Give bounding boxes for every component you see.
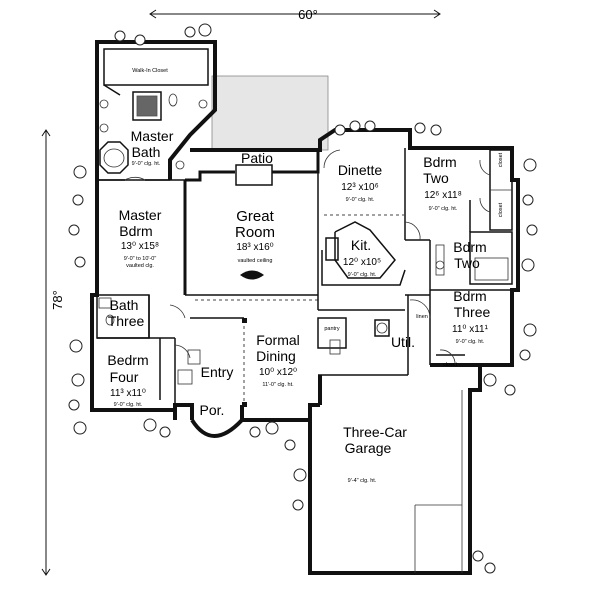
master-bdrm-label-2: Bdrm bbox=[119, 223, 152, 239]
utility-label: Util. bbox=[391, 334, 415, 350]
garage-label-2: Garage bbox=[345, 440, 392, 456]
formal-dining-size: 10⁰ x12⁰ bbox=[259, 367, 297, 378]
master-bath-note: 9'-0" clg. ht. bbox=[132, 161, 161, 167]
bath-three-label-1: Bath bbox=[110, 297, 139, 313]
bedrm-four-note: 9'-0" clg. ht. bbox=[114, 402, 143, 408]
bath-two-label-1: Bdrm bbox=[453, 239, 486, 255]
doors bbox=[124, 149, 491, 366]
master-bdrm-note-1: 9'-0" to 10'-0" bbox=[124, 256, 157, 262]
master-bdrm-size: 13⁰ x15⁸ bbox=[121, 241, 159, 252]
closet-label-c: closet bbox=[443, 362, 458, 368]
bedrm-four-label-1: Bedrm bbox=[107, 352, 148, 368]
porch-label: Por. bbox=[200, 402, 225, 418]
entry-label: Entry bbox=[201, 364, 234, 380]
pantry-label: pantry bbox=[324, 326, 340, 332]
master-bath-label-1: Master bbox=[131, 128, 174, 144]
fixtures bbox=[98, 91, 445, 407]
great-room-note: vaulted ceiling bbox=[238, 258, 273, 264]
formal-dining-label-1: Formal bbox=[256, 332, 300, 348]
bdrm-two-size: 12⁶ x11⁸ bbox=[424, 190, 462, 201]
patio-slab bbox=[211, 75, 329, 151]
great-room-size: 18³ x16⁰ bbox=[236, 242, 273, 253]
closet-label-b: closet bbox=[498, 202, 504, 217]
bedrm-four-size: 11³ x11⁰ bbox=[110, 388, 146, 399]
dinette-note: 9'-0" clg. ht. bbox=[346, 197, 375, 203]
kitchen-note: 9'-0" clg. ht. bbox=[348, 272, 377, 278]
room-labels: Walk-In Closet Master Bath 9'-0" clg. ht… bbox=[107, 68, 504, 484]
depth-dimension: 78° bbox=[41, 129, 65, 576]
bdrm-two-label-1: Bdrm bbox=[423, 154, 456, 170]
vault-marker-icon bbox=[240, 270, 264, 280]
garage-label-1: Three-Car bbox=[343, 424, 407, 440]
great-room-label-2: Room bbox=[235, 224, 275, 241]
dinette-size: 12³ x10⁶ bbox=[341, 182, 378, 193]
bdrm-two-label-2: Two bbox=[423, 170, 449, 186]
master-bdrm-note-2: vaulted clg. bbox=[126, 263, 154, 269]
garage-note: 9'-4" clg. ht. bbox=[348, 478, 377, 484]
great-room-label-1: Great bbox=[236, 208, 274, 225]
bdrm-three-size: 11⁰ x11¹ bbox=[452, 324, 489, 335]
patio-label: Patio bbox=[241, 150, 273, 166]
formal-dining-label-2: Dining bbox=[256, 348, 296, 364]
kitchen-label: Kit. bbox=[351, 237, 371, 253]
bath-two-label-2: Two bbox=[454, 255, 480, 271]
master-bath-label-2: Bath bbox=[132, 144, 161, 160]
bdrm-three-label-1: Bdrm bbox=[453, 288, 486, 304]
formal-dining-note: 11'-0" clg. ht. bbox=[262, 382, 294, 388]
bdrm-three-label-2: Three bbox=[454, 304, 491, 320]
bath-three-label-2: Three bbox=[108, 313, 145, 329]
bdrm-two-note: 9'-0" clg. ht. bbox=[429, 206, 458, 212]
bdrm-three-note: 9'-0" clg. ht. bbox=[456, 339, 485, 345]
width-dimension: 60° bbox=[149, 7, 441, 22]
linen-label: linen bbox=[416, 314, 428, 320]
width-label: 60° bbox=[298, 7, 318, 22]
master-bdrm-label-1: Master bbox=[119, 207, 162, 223]
depth-label: 78° bbox=[50, 290, 65, 310]
interior-walls bbox=[96, 48, 513, 573]
bedrm-four-label-2: Four bbox=[110, 369, 139, 385]
kitchen-size: 12⁰ x10⁵ bbox=[343, 257, 381, 268]
landscaping bbox=[68, 23, 538, 574]
closet-label-a: closet bbox=[498, 152, 504, 167]
dinette-label: Dinette bbox=[338, 162, 383, 178]
walk-in-closet-label: Walk-In Closet bbox=[132, 68, 168, 74]
